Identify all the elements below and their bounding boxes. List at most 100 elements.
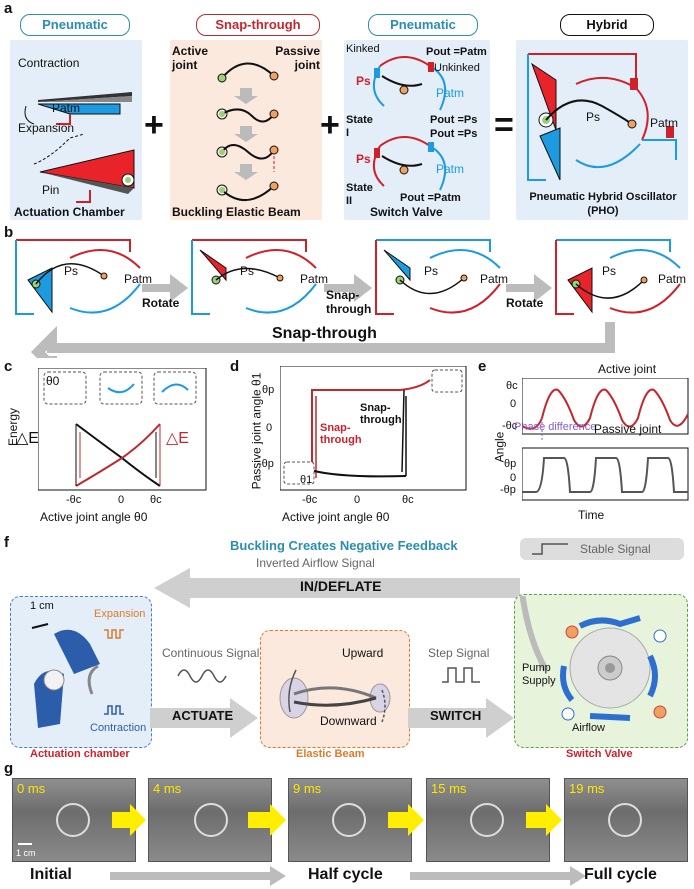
actuation-chamber-illustration <box>24 92 135 203</box>
pump-supply-label: Pump Supply <box>522 662 556 687</box>
hybrid-ps: Ps <box>586 110 601 124</box>
pneumatic-title-2: Pneumatic <box>368 14 478 36</box>
switch-arrow <box>408 698 514 738</box>
frame-4-time: 19 ms <box>569 781 605 796</box>
pho-state-4 <box>555 239 681 315</box>
plus-sign-1: + <box>144 106 164 144</box>
contraction-signal-label: Contraction <box>90 722 147 734</box>
e-active-label: Active joint <box>598 362 657 376</box>
e-xlabel: Time <box>578 508 605 522</box>
kinked-label: Kinked <box>346 43 380 55</box>
f-elastic-beam-caption: Elastic Beam <box>296 748 365 760</box>
frame-3: 15 ms <box>426 778 550 862</box>
actuate-arrow <box>150 698 258 738</box>
pout-ps-2: Pout =Ps <box>430 128 478 140</box>
d-ytick-0: θp <box>262 384 275 396</box>
continuous-signal-icon <box>177 669 227 683</box>
f-title: Buckling Creates Negative Feedback <box>230 538 458 553</box>
c-tick-0: -θc <box>66 494 82 506</box>
f-switch-valve-caption: Switch Valve <box>566 748 633 760</box>
actuate-label: ACTUATE <box>172 708 234 723</box>
contraction-label: Contraction <box>18 56 80 70</box>
b-ps-1: Ps <box>64 264 79 278</box>
b-patm-3: Patm <box>480 272 509 286</box>
d-snap-black: Snap-through <box>360 402 402 426</box>
step-signal-label: Step Signal <box>428 646 490 660</box>
e-bottom-tick-0: θp <box>504 458 517 470</box>
b-patm-1: Patm <box>124 272 153 286</box>
switch-valve-caption: Switch Valve <box>370 205 443 219</box>
frame-0-time: 0 ms <box>17 781 46 796</box>
pho-state-2 <box>191 239 317 315</box>
d-xtick-0: -θc <box>302 494 318 506</box>
patm-state1: Patm <box>436 86 465 100</box>
c-tick-2: θc <box>150 494 162 506</box>
d-xtick-1: 0 <box>354 494 361 506</box>
switch-valve-photo <box>520 596 667 721</box>
energy-plot <box>38 368 207 491</box>
frame-4: 19 ms <box>564 778 688 862</box>
equals-sign: = <box>494 106 514 144</box>
e-bottom-tick-1: 0 <box>510 472 517 484</box>
c-theta0: θ0 <box>46 374 60 388</box>
e-top-tick-0: θc <box>506 380 518 392</box>
panel-label-a: a <box>4 0 13 17</box>
inverted-signal-label: Inverted Airflow Signal <box>256 556 375 570</box>
frame-2-time: 9 ms <box>293 781 322 796</box>
step-signal-icon <box>442 667 480 683</box>
frame-overlay <box>18 803 642 845</box>
f-scale-label: 1 cm <box>30 600 54 612</box>
time-series-plot <box>522 378 689 501</box>
arrow-rotate-2 <box>506 274 552 302</box>
switch-label: SWITCH <box>430 708 482 723</box>
switch-valve-illustration <box>373 56 447 191</box>
frame-1-time: 4 ms <box>153 781 182 796</box>
e-top-tick-2: -θc <box>502 420 518 432</box>
panel-label-e: e <box>478 358 487 375</box>
snap-through-bottom-label: Snap-through <box>272 325 377 342</box>
frame-3-time: 15 ms <box>431 781 467 796</box>
f-actuation-chamber-caption: Actuation chamber <box>30 748 130 760</box>
patm-state2: Patm <box>436 162 465 176</box>
panel-label-b: b <box>4 224 14 241</box>
pho-caption: Pneumatic Hybrid Oscillator (PHO) <box>529 191 677 217</box>
arrow-rotate-1 <box>142 274 188 302</box>
switch-valve-panel <box>344 40 490 220</box>
phase-difference-label: Phase difference <box>514 421 597 433</box>
delta-e-left: △E <box>16 430 39 447</box>
rotate-label-2: Rotate <box>506 296 544 310</box>
downward-label: Downward <box>320 714 377 728</box>
pho-state-3 <box>375 239 501 315</box>
panel-label-d: d <box>230 358 240 375</box>
g-scale-label: 1 cm <box>16 848 36 858</box>
e-passive-label: Passive joint <box>594 422 662 436</box>
c-xlabel: Active joint angle θ0 <box>40 510 148 524</box>
hybrid-panel <box>516 40 688 220</box>
pout-patm-top: Pout =Patm <box>426 46 487 58</box>
state1-label: State I <box>346 114 373 139</box>
unkinked-label: Unkinked <box>434 62 480 74</box>
d-snap-red: Snap-through <box>320 422 362 446</box>
snap-through-title: Snap-through <box>196 14 320 36</box>
e-bottom-tick-2: -θp <box>500 484 516 496</box>
return-arrow <box>30 322 615 358</box>
initial-label: Initial <box>30 866 72 883</box>
pho-state-1 <box>15 239 141 315</box>
passive-joint-label: Passive joint <box>275 44 320 72</box>
elastic-beam-photo <box>279 669 391 723</box>
ps-state2: Ps <box>356 152 371 166</box>
full-cycle-label: Full cycle <box>584 866 657 883</box>
pho-illustration <box>527 53 677 181</box>
b-ps-2: Ps <box>240 264 255 278</box>
panel-label-g: g <box>4 760 14 777</box>
actuation-chamber-caption: Actuation Chamber <box>14 205 125 219</box>
phase-plot <box>280 366 467 491</box>
half-cycle-label: Half cycle <box>308 866 383 883</box>
b-patm-2: Patm <box>300 272 329 286</box>
pout-patm-bottom: Pout =Patm <box>400 192 461 204</box>
hybrid-patm: Patm <box>650 116 679 130</box>
p-in-label: Pin <box>42 183 60 197</box>
stable-signal-icon <box>532 543 568 555</box>
airflow-label: Airflow <box>572 722 606 734</box>
panel-b-sequence <box>15 239 681 358</box>
